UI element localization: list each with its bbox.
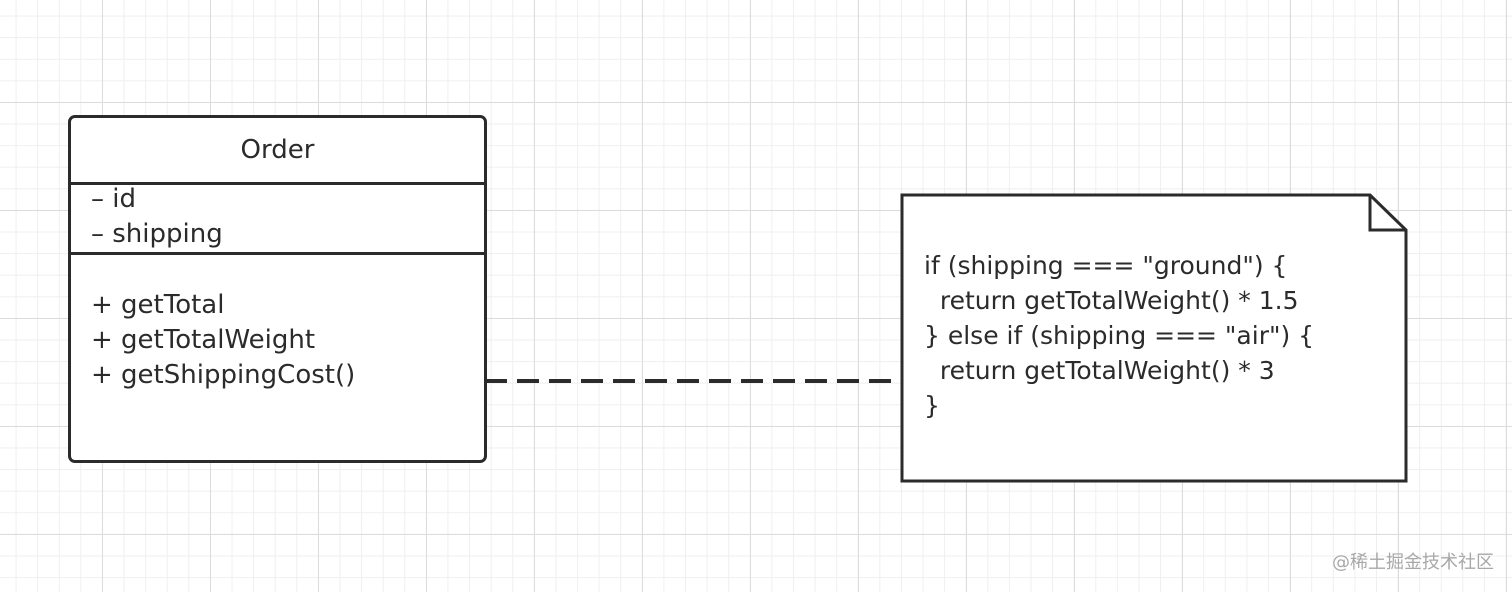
- note-line: return getTotalWeight() * 1.5: [924, 286, 1299, 315]
- class-name: Order: [240, 135, 315, 165]
- note-code: if (shipping === "ground") { return getT…: [924, 248, 1314, 423]
- order-class-box[interactable]: Order – id – shipping + getTotal + getTo…: [68, 115, 487, 463]
- note-fold-corner: [1368, 195, 1406, 232]
- attribute-id: – id: [91, 184, 136, 214]
- class-name-divider: [71, 182, 484, 185]
- note-line: if (shipping === "ground") {: [924, 251, 1288, 280]
- attributes-divider: [71, 252, 484, 255]
- method-get-total-weight: + getTotalWeight: [91, 325, 316, 355]
- watermark: @稀土掘金技术社区: [1332, 552, 1494, 573]
- note-line: }: [924, 391, 940, 420]
- attribute-shipping: – shipping: [91, 219, 223, 249]
- note-line: } else if (shipping === "air") {: [924, 321, 1315, 350]
- note-line: return getTotalWeight() * 3: [924, 356, 1275, 385]
- method-get-total: + getTotal: [91, 290, 225, 320]
- method-get-shipping-cost: + getShippingCost(): [91, 360, 356, 390]
- note-shape[interactable]: [900, 193, 1408, 483]
